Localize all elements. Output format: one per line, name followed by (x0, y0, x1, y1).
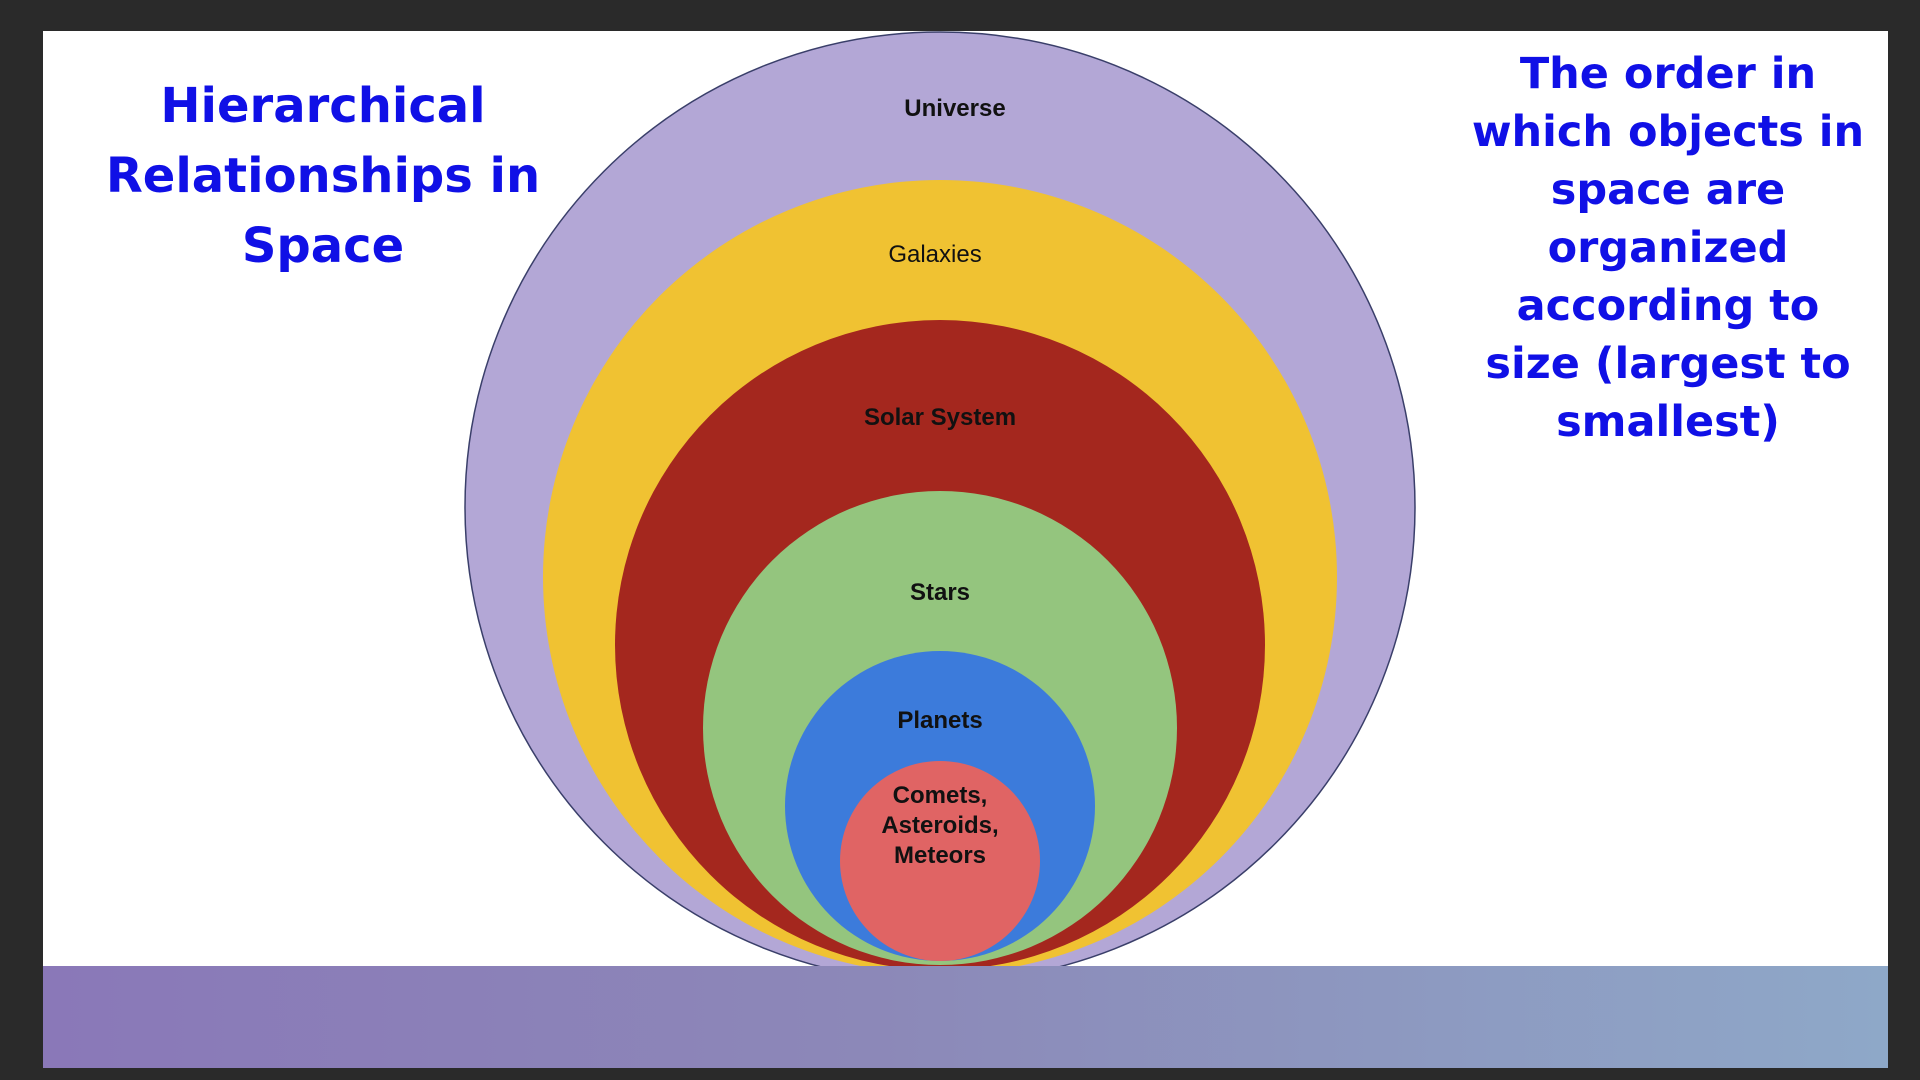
footer-band (43, 966, 1888, 1068)
ring-comets-asteroids-meteors (840, 761, 1040, 961)
ring-label-stars: Stars (910, 579, 970, 606)
slide: Hierarchical Relationships in Space The … (43, 31, 1888, 1068)
ring-label-comets-asteroids-meteors: Comets,Asteroids,Meteors (881, 782, 998, 869)
slide-description: The order in which objects in space are … (1471, 49, 1865, 447)
ring-label-universe: Universe (904, 95, 1005, 122)
ring-label-planets: Planets (897, 707, 982, 734)
slide-title: Hierarchical Relationships in Space (105, 78, 541, 274)
ring-label-galaxies: Galaxies (888, 241, 981, 268)
ring-label-solar-system: Solar System (864, 404, 1016, 431)
